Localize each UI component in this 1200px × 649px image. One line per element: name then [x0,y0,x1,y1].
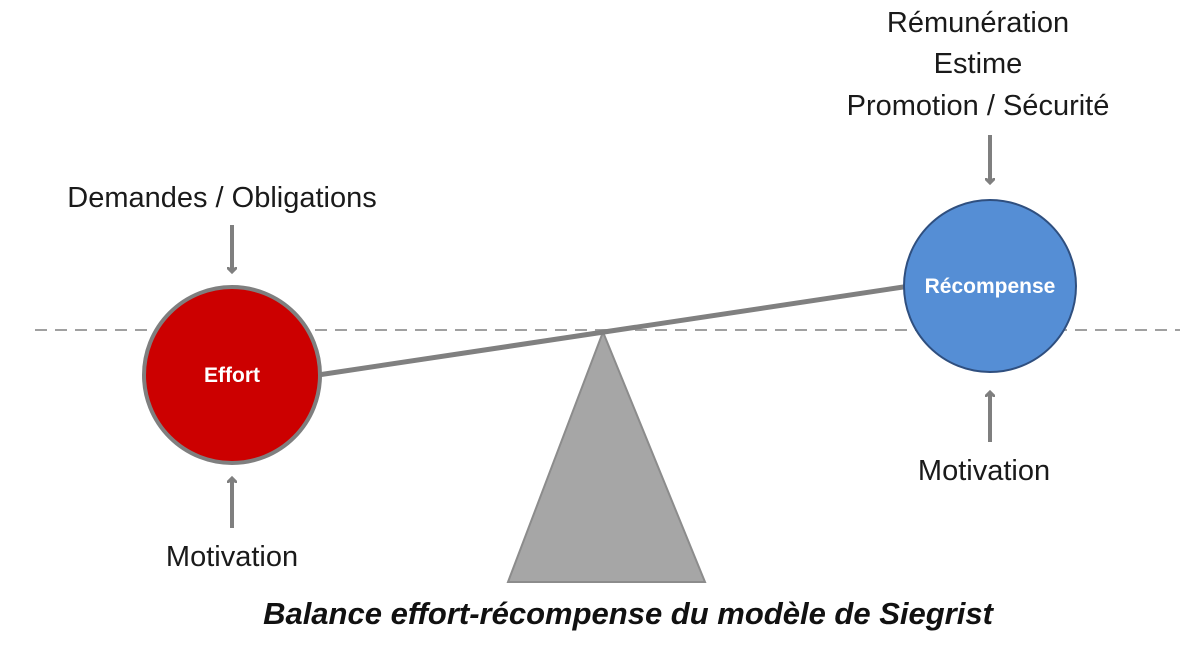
recompense-circle [903,199,1077,373]
right-input-top-line-1: Rémunération [887,7,1069,39]
effort-label: Effort [204,364,260,387]
right-input-top-line-2: Estime [934,48,1023,80]
left-input-top-label: Demandes / Obligations [67,182,377,214]
right-input-top-line-3: Promotion / Sécurité [847,90,1110,122]
effort-circle [142,285,322,465]
fulcrum-triangle [506,329,707,583]
left-input-bottom-label: Motivation [166,541,298,573]
diagram-caption: Balance effort-récompense du modèle de S… [263,596,995,631]
right-input-bottom-label: Motivation [918,455,1050,487]
balance-beam [317,283,911,378]
recompense-label: Récompense [925,275,1056,298]
